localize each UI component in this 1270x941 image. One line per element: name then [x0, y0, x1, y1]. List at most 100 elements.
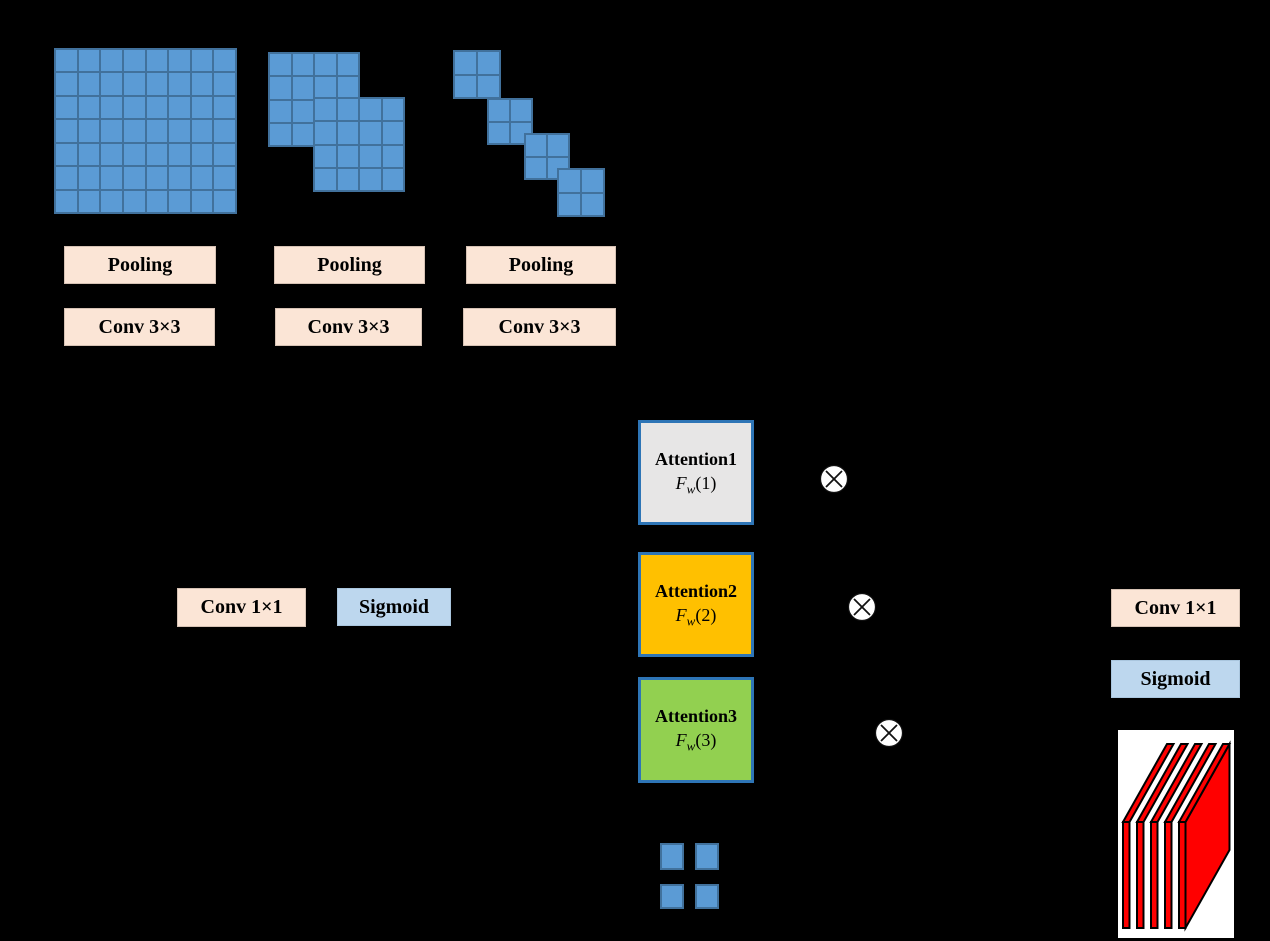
feature-map-cell: [78, 143, 100, 166]
feature-map-cell: [559, 193, 580, 215]
feature-map-cell: [146, 143, 168, 166]
feature-map-cell: [56, 120, 77, 142]
pooling-box-2: Pooling: [274, 246, 425, 284]
feature-map-cell: [548, 135, 568, 156]
feature-stack-graphic: [1121, 740, 1232, 932]
attention1-block: Attention1 Fw(1): [638, 420, 754, 525]
feature-map-cell: [270, 100, 291, 122]
feature-map-cell: [478, 75, 499, 97]
feature-map-cell: [382, 168, 403, 190]
feature-map-cell: [511, 100, 531, 121]
feature-map-cell: [214, 120, 235, 142]
feature-map-cell: [382, 122, 403, 144]
feature-map-cell: [56, 143, 77, 166]
multiply-icon-1: [819, 464, 849, 494]
attention3-function: Fw(3): [675, 730, 717, 754]
feature-map-cell: [123, 167, 145, 189]
feature-map-cell: [360, 99, 381, 121]
feature-map-cell: [169, 120, 190, 142]
sigmoid-box-left: Sigmoid: [337, 588, 451, 626]
feature-map-cell: [101, 50, 122, 72]
attention3-block: Attention3 Fw(3): [638, 677, 754, 783]
feature-map-cell: [146, 73, 168, 95]
feature-map-cell: [214, 167, 235, 189]
feature-map-cell: [214, 50, 235, 72]
feature-map-cell: [169, 190, 190, 212]
feature-map-cell: [292, 54, 313, 76]
feature-map-cell: [292, 100, 313, 122]
feature-map-cell: [191, 73, 213, 95]
feature-map-cell: [337, 77, 358, 99]
feature-map-cell: [78, 190, 100, 212]
feature-map-cell: [56, 73, 77, 95]
feature-map-cell: [315, 145, 336, 167]
feature-map-cell: [214, 143, 235, 166]
feature-map-cell: [146, 167, 168, 189]
attention2-function: Fw(2): [675, 604, 717, 629]
feature-map-cell: [169, 73, 190, 95]
feature-map-cell: [315, 54, 336, 76]
feature-map-cell: [360, 168, 381, 190]
feature-map-cell: [270, 123, 291, 145]
feature-map-cell: [123, 96, 145, 119]
feature-map-cell: [56, 167, 77, 189]
pooling-box-1: Pooling: [64, 246, 216, 284]
feature-map-cell: [270, 77, 291, 99]
pixel-square-1: [660, 843, 684, 870]
feature-map-cell: [191, 190, 213, 212]
feature-map-cell: [489, 122, 509, 143]
feature-map-cell: [123, 190, 145, 212]
feature-map-cell: [101, 167, 122, 189]
feature-map-cell: [526, 135, 546, 156]
feature-map-cell: [78, 120, 100, 142]
conv3x3-box-2: Conv 3×3: [275, 308, 422, 346]
feature-map-cell: [270, 54, 291, 76]
attention2-title: Attention2: [655, 580, 737, 601]
feature-map-cell: [526, 157, 546, 178]
feature-map-cell: [337, 99, 358, 121]
sigmoid-box-right: Sigmoid: [1111, 660, 1240, 698]
pixel-square-2: [695, 843, 719, 870]
feature-map-cell: [123, 50, 145, 72]
pixel-square-4: [695, 884, 719, 909]
feature-map-cell: [337, 122, 358, 144]
feature-map-cell: [191, 50, 213, 72]
feature-map-cell: [191, 96, 213, 119]
feature-map-cell: [292, 77, 313, 99]
feature-map-cell: [56, 96, 77, 119]
conv1x1-box-right: Conv 1×1: [1111, 589, 1240, 627]
feature-map-cell: [169, 96, 190, 119]
feature-map-cell: [559, 170, 580, 192]
feature-map-cell: [123, 73, 145, 95]
feature-map-cell: [292, 123, 313, 145]
conv1x1-box-left: Conv 1×1: [177, 588, 306, 627]
conv3x3-box-1: Conv 3×3: [64, 308, 215, 346]
feature-map-scale3-block1: [453, 50, 501, 99]
feature-map-cell: [315, 122, 336, 144]
feature-map-cell: [146, 96, 168, 119]
feature-map-cell: [101, 120, 122, 142]
feature-map-cell: [101, 143, 122, 166]
feature-map-cell: [214, 96, 235, 119]
feature-map-cell: [360, 145, 381, 167]
feature-map-cell: [146, 120, 168, 142]
multiply-icon-2: [847, 592, 877, 622]
feature-map-scale1: [54, 48, 237, 214]
feature-map-cell: [123, 143, 145, 166]
feature-map-cell: [214, 73, 235, 95]
attention3-title: Attention3: [655, 706, 737, 727]
feature-map-cell: [191, 167, 213, 189]
feature-map-cell: [382, 145, 403, 167]
feature-map-cell: [315, 99, 336, 121]
feature-map-cell: [101, 73, 122, 95]
feature-map-cell: [78, 73, 100, 95]
feature-map-cell: [191, 120, 213, 142]
feature-map-cell: [78, 167, 100, 189]
feature-map-cell: [489, 100, 509, 121]
feature-map-cell: [146, 50, 168, 72]
feature-map-cell: [382, 99, 403, 121]
feature-map-cell: [582, 170, 603, 192]
feature-map-cell: [337, 145, 358, 167]
feature-map-cell: [360, 122, 381, 144]
pooling-box-3: Pooling: [466, 246, 616, 284]
